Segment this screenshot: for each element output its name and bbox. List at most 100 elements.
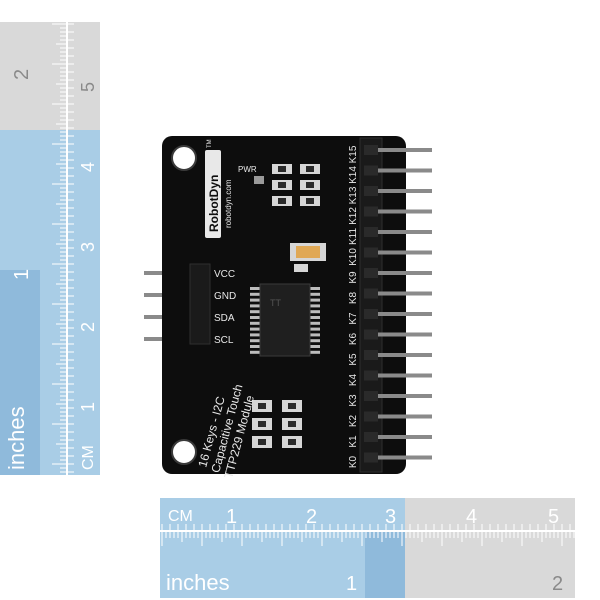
right-pin [374,250,432,255]
key-label-k8: K8 [348,291,359,304]
smd-component [258,403,266,409]
right-pin-housing [364,391,378,401]
ruler-bottom-cm-number-1: 1 [226,506,237,528]
right-pin [374,168,432,173]
chip-pin [310,327,320,331]
mounting-hole-bottom [171,439,197,465]
right-header-plastic [359,137,383,473]
chip-body [259,283,311,357]
chip-pin [310,339,320,343]
right-pin-housing [364,329,378,340]
right-pin-header [364,145,432,463]
key-label-k2: K2 [348,414,359,427]
chip-pin [310,292,320,296]
key-label-k7: K7 [348,312,359,325]
left-ruler: inches CM 1 2 1 2 3 4 5 [0,22,100,475]
right-pin [374,312,432,316]
ruler-left-cm-number-3: 3 [78,242,98,252]
ruler-left-ticks [52,23,74,473]
right-pin [374,455,432,460]
key-label-k3: K3 [348,394,359,407]
ruler-bottom-inch-gray [405,532,575,598]
key-label-k10: K10 [348,248,359,266]
chip-pin [250,316,260,319]
right-pin-housing [364,432,378,442]
key-label-k0: K0 [348,455,359,468]
right-pin [374,291,432,296]
right-pin [374,332,432,337]
chip-pin [250,327,260,331]
chip-pin [250,298,260,302]
right-pin-housing [364,268,378,278]
chip-pin [250,333,260,337]
right-pin-housing [364,227,378,237]
smd-component [278,166,286,172]
bottom-ruler: CM inches 1 2 3 4 5 1 2 [160,498,575,598]
ruler-left-cm-number-2: 2 [78,322,98,332]
right-pin-housing [364,350,378,360]
chip-pin [250,339,260,343]
key-label-k9: K9 [348,271,359,284]
chip-pin [310,333,320,337]
key-label-k11: K11 [348,228,359,245]
smd-component [306,166,314,172]
right-pin-housing [364,165,378,176]
brand-url: robotdyn.com [224,179,233,228]
ruler-left-inch-gray [0,22,66,130]
right-pin [374,209,432,214]
ruler-left-inch-label: inches [4,406,29,470]
brand-mark: TM [207,139,213,148]
chip-pin [310,287,320,290]
chip-pin [310,350,320,354]
smd-component [278,198,286,204]
resistor-small [294,264,308,272]
ruler-left-inch-dark [0,270,40,475]
mounting-hole-top [171,145,197,171]
right-pin [374,189,432,193]
chip-logo: TT [270,298,281,308]
right-pin-housing [364,288,378,299]
chip-pin [250,310,260,314]
key-label-k1: K1 [348,435,359,448]
ruler-left-inch-number-1: 1 [11,269,33,280]
ttp229-chip: TT [250,283,320,357]
right-pin [374,394,432,398]
right-pin-housing [364,411,378,422]
right-pin-housing [364,186,378,196]
brand-name: RobotDyn [207,175,221,232]
ruler-left-cm-number-5: 5 [78,82,98,92]
smd-component [306,198,314,204]
pin-label-gnd: GND [214,291,236,302]
ruler-bottom-inch-label: inches [166,570,230,595]
right-pin [374,414,432,419]
smd-component [258,421,266,427]
chip-pin [310,304,320,308]
ruler-left-cm-number-4: 4 [78,162,98,172]
ruler-bottom-cm-number-4: 4 [466,506,477,528]
right-pin-housing [364,145,378,155]
chip-pin [250,287,260,290]
key-label-k5: K5 [348,353,359,366]
key-label-k12: K12 [348,207,359,225]
chip-pin [250,321,260,325]
smd-component [278,182,286,188]
ruler-bottom-inch-dark [365,532,405,598]
right-pin [374,353,432,357]
right-pin-housing [364,452,378,463]
right-pin [374,373,432,378]
power-led [254,176,264,184]
smd-component [288,403,296,409]
ruler-left-cm-label: CM [80,445,97,470]
right-pin-housing [364,309,378,319]
pin-label-sda: SDA [214,313,235,324]
pin-label-vcc: VCC [214,269,235,280]
key-label-k4: K4 [348,373,359,386]
brand-plate [205,150,221,238]
ruler-bottom-cm-number-2: 2 [306,506,317,528]
key-label-column: K0 K1 K2 K3 K4 K5 K6 K7 K8 K9 K10 K11 K1… [348,145,359,468]
right-pin [374,435,432,439]
ruler-bottom-cm-number-5: 5 [548,506,559,528]
ruler-bottom-cm-label: CM [168,508,193,525]
right-pin [374,230,432,234]
chip-pin [310,310,320,314]
